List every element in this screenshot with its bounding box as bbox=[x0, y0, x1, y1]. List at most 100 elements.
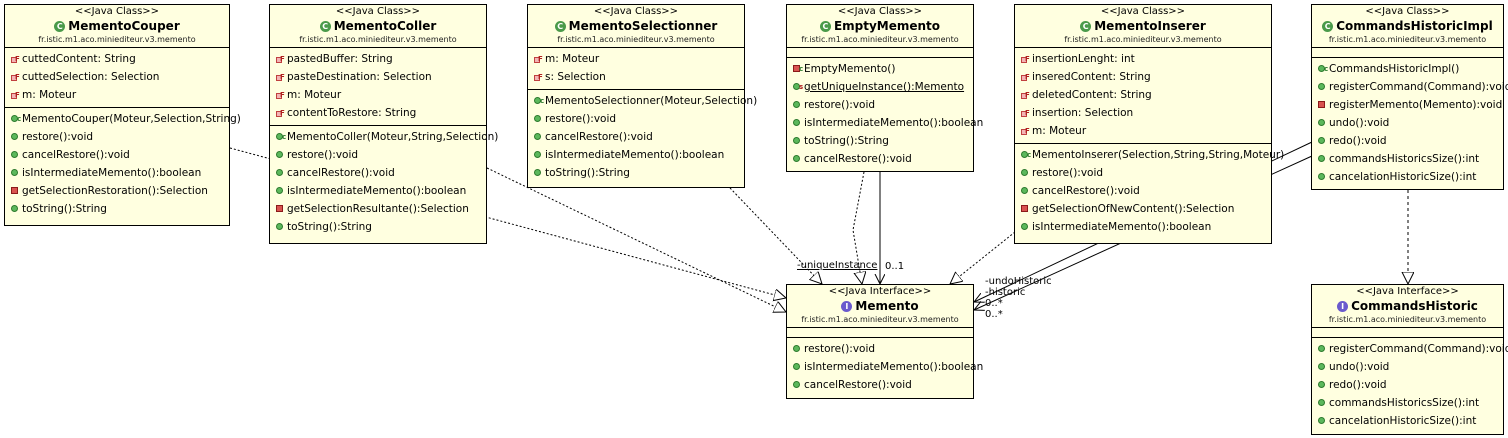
method-row[interactable]: redo():void bbox=[1312, 132, 1503, 150]
field-row[interactable]: m: Moteur bbox=[528, 50, 744, 68]
method-row[interactable]: registerCommand(Command):void bbox=[1312, 78, 1508, 96]
method-row[interactable]: commandsHistoricsSize():int bbox=[1312, 394, 1503, 412]
field-row[interactable]: pastedBuffer: String bbox=[270, 50, 486, 68]
method-row[interactable]: toString():String bbox=[5, 200, 229, 218]
method-row[interactable]: CommandsHistoricImpl() bbox=[1312, 60, 1503, 78]
method-row[interactable]: restore():void bbox=[528, 110, 744, 128]
method-row[interactable]: isIntermediateMemento():boolean bbox=[787, 358, 983, 376]
method-row[interactable]: cancelationHistoricSize():int bbox=[1312, 168, 1503, 186]
method-row[interactable]: undo():void bbox=[1312, 358, 1503, 376]
method-row[interactable]: registerCommand(Command):void bbox=[1312, 340, 1508, 358]
public-method-icon bbox=[11, 133, 18, 140]
method-row[interactable]: cancelRestore():void bbox=[787, 150, 973, 168]
method-row[interactable]: restore():void bbox=[787, 340, 973, 358]
method-row[interactable]: getSelectionRestoration():Selection bbox=[5, 182, 229, 200]
method-row[interactable]: isIntermediateMemento():boolean bbox=[787, 114, 983, 132]
method-text: CommandsHistoricImpl() bbox=[1329, 63, 1460, 75]
package-name: fr.istic.m1.aco.miniediteur.v3.memento bbox=[1328, 315, 1487, 324]
method-row[interactable]: cancelationHistoricSize():int bbox=[1312, 412, 1503, 430]
method-row[interactable]: getSelectionResultante():Selection bbox=[270, 200, 486, 218]
field-row[interactable]: inseredContent: String bbox=[1015, 68, 1271, 86]
method-text: cancelRestore():void bbox=[804, 379, 912, 391]
methods-section: CommandsHistoricImpl() registerCommand(Co… bbox=[1312, 58, 1508, 189]
class-name: EmptyMemento bbox=[833, 19, 941, 33]
method-row[interactable]: restore():void bbox=[270, 146, 486, 164]
method-text: registerMemento(Memento):void bbox=[1329, 99, 1503, 111]
field-text: m: Moteur bbox=[545, 53, 600, 65]
field-row[interactable]: m: Moteur bbox=[5, 86, 229, 104]
method-text: toString():String bbox=[545, 167, 630, 179]
method-row[interactable]: cancelRestore():void bbox=[528, 128, 744, 146]
method-row[interactable]: MementoColler(Moteur,String,Selection) bbox=[270, 128, 498, 146]
method-row[interactable]: registerMemento(Memento):void bbox=[1312, 96, 1503, 114]
method-row[interactable]: getUniqueInstance():Memento bbox=[787, 78, 973, 96]
method-row[interactable]: restore():void bbox=[1015, 164, 1271, 182]
method-row[interactable]: EmptyMemento() bbox=[787, 60, 973, 78]
method-text: restore():void bbox=[22, 131, 94, 143]
method-row[interactable]: restore():void bbox=[787, 96, 973, 114]
method-row[interactable]: isIntermediateMemento():boolean bbox=[270, 182, 486, 200]
field-row[interactable]: m: Moteur bbox=[270, 86, 486, 104]
method-row[interactable]: redo():void bbox=[1312, 376, 1503, 394]
method-text: toString():String bbox=[287, 221, 372, 233]
method-row[interactable]: MementoSelectionner(Moteur,Selection) bbox=[528, 92, 757, 110]
class-icon: C bbox=[1322, 20, 1334, 32]
method-row[interactable]: cancelRestore():void bbox=[5, 146, 229, 164]
class-name: MementoSelectionner bbox=[568, 19, 718, 33]
method-row[interactable]: cancelRestore():void bbox=[1015, 182, 1271, 200]
stereotype-label: <<Java Class>> bbox=[593, 6, 679, 17]
method-row[interactable]: commandsHistoricsSize():int bbox=[1312, 150, 1503, 168]
method-row[interactable]: MementoCouper(Moteur,Selection,String) bbox=[5, 110, 241, 128]
method-row[interactable]: undo():void bbox=[1312, 114, 1503, 132]
method-row[interactable]: restore():void bbox=[5, 128, 229, 146]
field-row[interactable]: s: Selection bbox=[528, 68, 744, 86]
field-row[interactable]: deletedContent: String bbox=[1015, 86, 1271, 104]
method-row[interactable]: getSelectionOfNewContent():Selection bbox=[1015, 200, 1271, 218]
public-method-icon bbox=[276, 187, 283, 194]
method-row[interactable]: toString():String bbox=[528, 164, 744, 182]
method-row[interactable]: isIntermediateMemento():boolean bbox=[528, 146, 744, 164]
field-row[interactable]: m: Moteur bbox=[1015, 122, 1271, 140]
constructor-icon bbox=[1021, 146, 1031, 164]
method-row[interactable]: toString():String bbox=[270, 218, 486, 236]
method-row[interactable]: cancelRestore():void bbox=[270, 164, 486, 182]
constructor-icon bbox=[11, 110, 21, 128]
method-row[interactable]: cancelRestore():void bbox=[787, 376, 973, 394]
field-row[interactable]: cuttedContent: String bbox=[5, 50, 229, 68]
field-row[interactable]: cuttedSelection: Selection bbox=[5, 68, 229, 86]
field-row[interactable]: pasteDestination: Selection bbox=[270, 68, 486, 86]
public-method-icon bbox=[793, 119, 800, 126]
private-method-icon bbox=[276, 205, 283, 212]
public-method-icon bbox=[534, 151, 541, 158]
public-method-icon bbox=[1318, 399, 1325, 406]
method-text: commandsHistoricsSize():int bbox=[1329, 153, 1480, 165]
field-row[interactable]: insertionLenght: int bbox=[1015, 50, 1271, 68]
package-name: fr.istic.m1.aco.miniediteur.v3.memento bbox=[1328, 35, 1487, 44]
method-row[interactable]: isIntermediateMemento():boolean bbox=[5, 164, 229, 182]
method-row[interactable]: MementoInserer(Selection,String,String,M… bbox=[1015, 146, 1284, 164]
public-method-icon bbox=[534, 115, 541, 122]
method-text: cancelationHistoricSize():int bbox=[1329, 171, 1477, 183]
fields-section bbox=[1312, 328, 1503, 338]
fields-section bbox=[1312, 48, 1503, 58]
field-row[interactable]: insertion: Selection bbox=[1015, 104, 1271, 122]
field-icon bbox=[11, 50, 20, 68]
field-icon bbox=[276, 50, 285, 68]
field-row[interactable]: contentToRestore: String bbox=[270, 104, 486, 122]
method-row[interactable]: isIntermediateMemento():boolean bbox=[1015, 218, 1271, 236]
package-name: fr.istic.m1.aco.miniediteur.v3.memento bbox=[557, 35, 715, 44]
method-row[interactable]: toString():String bbox=[787, 132, 973, 150]
